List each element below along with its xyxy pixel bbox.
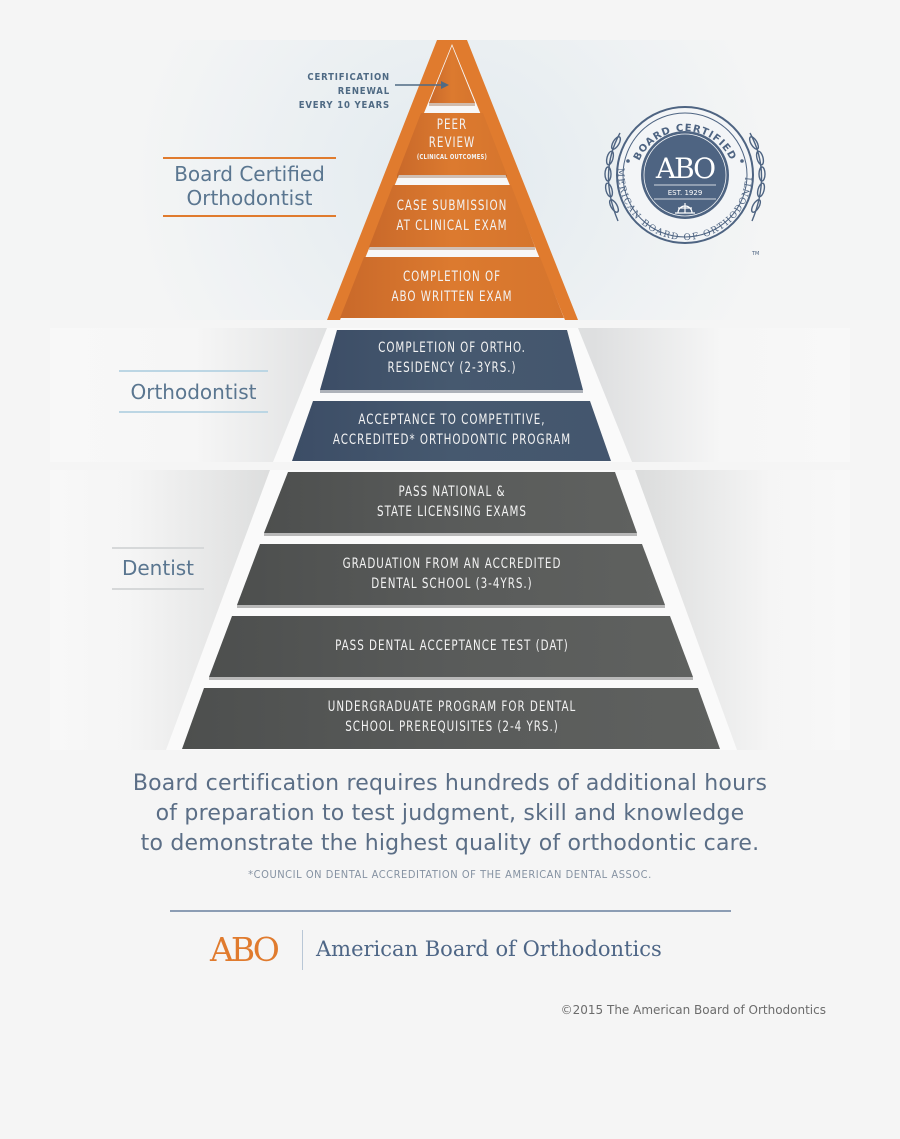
step-abo-written-exam: COMPLETION OF ABO WRITTEN EXAM (391, 269, 513, 305)
renewal-line-2: EVERY 10 YEARS (298, 100, 390, 111)
omega-emblem-icon (675, 203, 695, 214)
copyright: ©2015 The American Board of Orthodontics (560, 1003, 826, 1017)
svg-text:EST. 1929: EST. 1929 (668, 189, 703, 197)
step-undergraduate: UNDERGRADUATE PROGRAM FOR DENTAL SCHOOL … (327, 699, 577, 735)
footer-divider (170, 910, 731, 912)
renewal-line-1: CERTIFICATION RENEWAL (307, 72, 390, 97)
org-name: American Board of Orthodontics (316, 937, 662, 961)
tier-label-orthodontist: Orthodontist (130, 380, 257, 404)
step-ortho-program-acceptance: ACCEPTANCE TO COMPETITIVE, ACCREDITED* O… (332, 412, 572, 448)
footnote: *COUNCIL ON DENTAL ACCREDITATION OF THE … (248, 868, 652, 881)
step-dental-school: GRADUATION FROM AN ACCREDITED DENTAL SCH… (342, 556, 562, 592)
tier-label-dentist: Dentist (121, 556, 195, 580)
abo-logo-mark: ABO (210, 930, 280, 969)
caption: Board certification requires hundreds of… (132, 771, 768, 856)
step-licensing-exams: PASS NATIONAL & STATE LICENSING EXAMS (377, 484, 527, 520)
step-dat: PASS DENTAL ACCEPTANCE TEST (DAT) (335, 638, 569, 654)
step-case-submission: CASE SUBMISSION AT CLINICAL EXAM (396, 198, 508, 234)
step-peer-review: PEER REVIEW (CLINICAL OUTCOMES) (416, 117, 488, 161)
abo-board-certified-seal: BOARD CERTIFIED AMERICAN BOARD OF ORTHOD… (590, 103, 766, 257)
step-ortho-residency: COMPLETION OF ORTHO. RESIDENCY (2-3YRS.) (378, 340, 526, 376)
logo-separator (302, 930, 303, 970)
tier-label-board-certified: Board Certified Orthodontist (174, 162, 325, 210)
pyramid-diagram (112, 40, 720, 749)
renewal-annotation: CERTIFICATION RENEWAL EVERY 10 YEARS (275, 71, 390, 113)
laurel-icon (604, 132, 766, 222)
renewal-step-shape (429, 46, 475, 103)
svg-text:ABO: ABO (655, 152, 715, 185)
svg-text:TM: TM (751, 251, 759, 257)
